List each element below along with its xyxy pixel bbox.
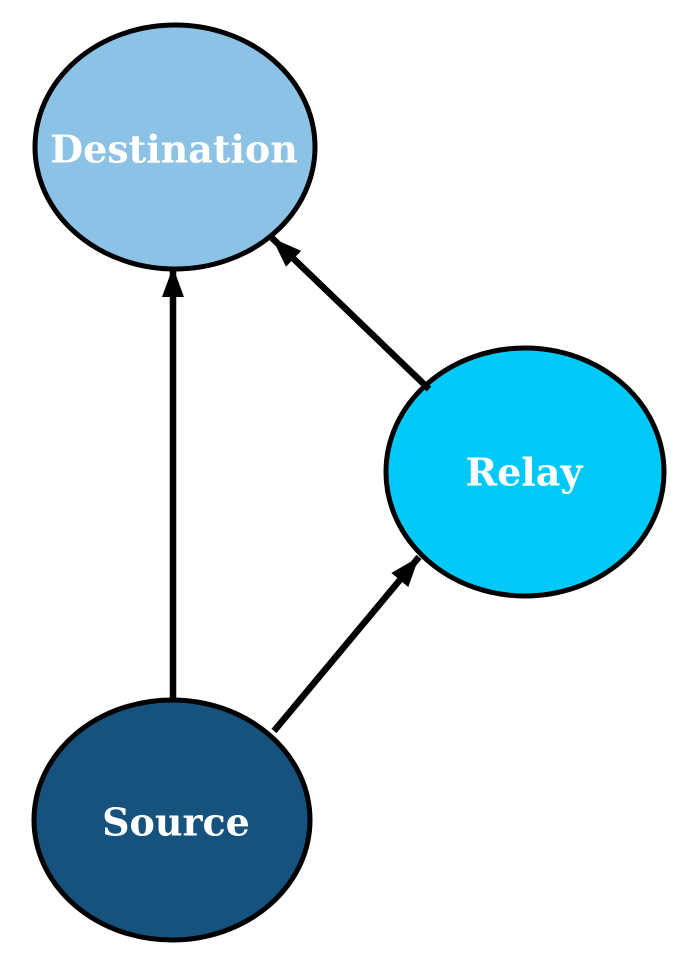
relay-label: Relay bbox=[466, 450, 584, 495]
node-source: Source bbox=[31, 697, 313, 943]
relay-circle bbox=[383, 345, 667, 599]
node-relay: Relay bbox=[383, 345, 667, 599]
edges bbox=[162, 235, 432, 734]
edge-source-to-relay bbox=[271, 554, 422, 734]
destination-label: Destination bbox=[50, 127, 298, 172]
node-destination: Destination bbox=[32, 22, 318, 272]
source-label: Source bbox=[102, 800, 250, 845]
edge-relay-to-destination bbox=[269, 235, 432, 392]
